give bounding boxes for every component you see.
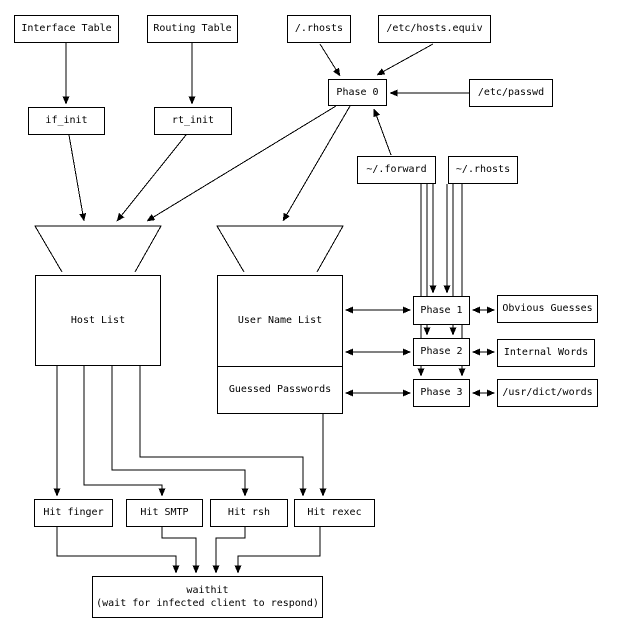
- edge-hit-finger-to-waithit: [56, 527, 180, 574]
- node-interface-table: Interface Table: [14, 15, 119, 43]
- node-hit-smtp: Hit SMTP: [126, 499, 203, 527]
- node-obvious-guesses: Obvious Guesses: [497, 295, 598, 323]
- node-usr-dict-words: /usr/dict/words: [497, 379, 598, 407]
- edge-home-forward-to-phase0: [373, 108, 392, 156]
- edge-hit-rexec-to-waithit: [234, 527, 321, 574]
- node-hit-finger: Hit finger: [34, 499, 113, 527]
- node-user-name-list: User Name List: [237, 315, 323, 326]
- edge-phase2-internal-words: [472, 348, 495, 356]
- edge-rt-init-to-host-list: [116, 134, 187, 222]
- edge-host-list-to-hit-smtp: [83, 366, 166, 497]
- node-phase-1: Phase 1: [413, 296, 470, 325]
- edge-if-init-to-host-list: [68, 134, 87, 222]
- node-guessed-passwords: Guessed Passwords: [218, 366, 342, 413]
- node-etc-passwd: /etc/passwd: [469, 79, 553, 107]
- node-phase-2: Phase 2: [413, 338, 470, 366]
- edge-guessed-passwords-phase3: [345, 389, 411, 397]
- node-waithit: waithit (wait for infected client to res…: [92, 576, 323, 618]
- edge-phase1-obvious-guesses: [472, 306, 495, 314]
- node-phase-3: Phase 3: [413, 379, 470, 407]
- node-if-init: if_init: [28, 107, 105, 135]
- edge-etc-hosts-equiv-to-phase0: [376, 43, 434, 76]
- node-rt-init: rt_init: [154, 107, 232, 135]
- edge-user-list-phase2: [345, 348, 411, 356]
- edge-hit-smtp-to-waithit: [161, 527, 200, 574]
- waithit-subtitle: (wait for infected client to respond): [96, 597, 319, 609]
- edge-phase0-to-host-list: [146, 105, 337, 222]
- node-root-rhosts: /.rhosts: [287, 15, 351, 43]
- edge-phase3-usr-dict-words: [472, 389, 495, 397]
- node-hit-rsh: Hit rsh: [210, 499, 288, 527]
- node-etc-hosts-equiv: /etc/hosts.equiv: [378, 15, 491, 43]
- node-home-rhosts: ~/.rhosts: [448, 156, 518, 184]
- node-host-list: Host List: [35, 275, 161, 366]
- node-home-forward: ~/.forward: [357, 156, 436, 184]
- waithit-title: waithit: [186, 584, 229, 596]
- edge-host-list-to-hit-rsh: [111, 366, 249, 497]
- edge-root-rhosts-to-phase0: [319, 43, 341, 77]
- node-hit-rexec: Hit rexec: [294, 499, 375, 527]
- host-list-funnel: [34, 225, 162, 273]
- edge-host-list-to-hit-rexec: [139, 366, 307, 497]
- edge-phase0-to-user-name-list: [282, 105, 351, 222]
- node-phase-0: Phase 0: [328, 79, 387, 106]
- edge-user-list-phase1: [345, 306, 411, 314]
- user-name-list-funnel: [216, 225, 344, 273]
- edge-hit-rsh-to-waithit: [212, 527, 246, 574]
- node-routing-table: Routing Table: [147, 15, 238, 43]
- node-user-name-list-group: User Name List Guessed Passwords: [217, 275, 343, 414]
- node-internal-words: Internal Words: [497, 339, 595, 367]
